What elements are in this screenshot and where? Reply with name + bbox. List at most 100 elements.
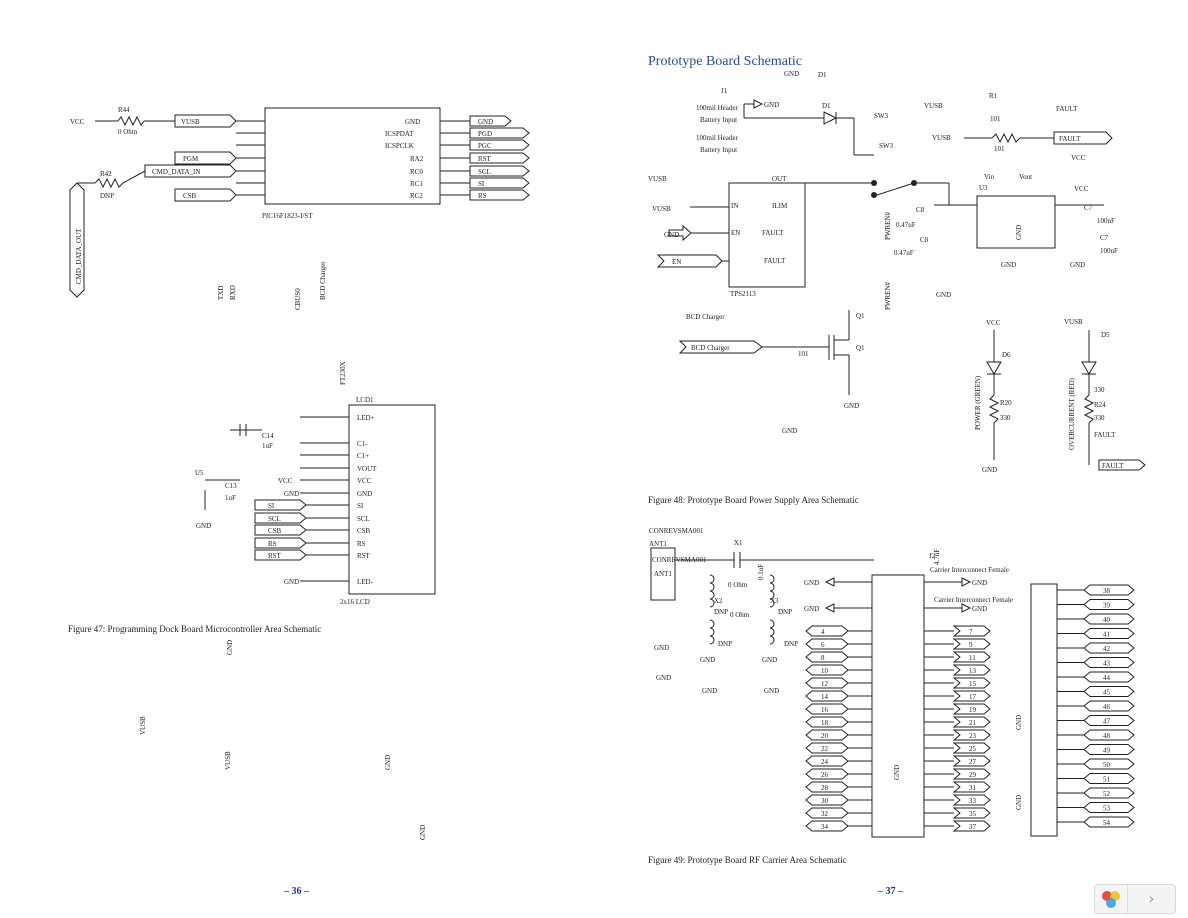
r24-value-2: 330 — [1094, 386, 1105, 394]
carrier-far-pin-39: 39 — [1083, 599, 1135, 610]
csb-tag-left: CSB — [183, 192, 197, 200]
carrier-left-pin-12-label: 12 — [821, 680, 829, 688]
vusb-tps: VUSB — [648, 175, 667, 183]
carrier-right-pin-21-label: 21 — [969, 719, 977, 727]
gnd-u3: GND — [1001, 261, 1016, 269]
gnd-q1: GND — [844, 402, 859, 410]
carrier-left-pin-32: 32 — [805, 807, 849, 819]
pgd-tag: PGD — [478, 130, 492, 138]
vcc-d6: VCC — [986, 319, 1001, 327]
u3-label: U3 — [979, 184, 988, 192]
x2-value: DNP — [714, 608, 728, 616]
vcc-u3: VCC — [1071, 154, 1086, 162]
carrier-far-pin-53: 53 — [1083, 802, 1135, 813]
x3-value-2: DNP — [784, 640, 798, 648]
carrier-right-pin-35-label: 35 — [969, 810, 977, 818]
battery-input-label: Battery Input — [700, 116, 737, 124]
vcc-c7: VCC — [1074, 185, 1089, 193]
gnd-x3: GND — [762, 656, 777, 664]
gnd-x2: GND — [700, 656, 715, 664]
u1-pin-icspdat: ICSPDAT — [385, 130, 414, 138]
si-tag-lcd: SI — [268, 502, 275, 510]
gnd-tps: GND — [664, 231, 679, 239]
vusb-label-lower-2: VUSB — [224, 751, 232, 770]
j2-label: J2 — [929, 552, 936, 560]
carrier-far-pin-38-label: 38 — [1103, 587, 1111, 595]
c7-label-2: C7 — [1100, 234, 1109, 242]
vusb-r1-2: VUSB — [932, 134, 951, 142]
gnd-j2-1: GND — [1015, 715, 1023, 730]
carrier-far-pin-38: 38 — [1083, 584, 1135, 596]
carrier-left-pin-10-label: 10 — [821, 667, 829, 675]
r44-label: R44 — [118, 106, 130, 114]
carrier-far-pin-50: 50 — [1083, 758, 1135, 770]
carrier-female-label-2: Carrier Interconnect Female — [934, 596, 1013, 604]
j1-label: J1 — [721, 87, 728, 95]
q1-label: Q1 — [856, 312, 865, 320]
carrier-far-pin-42-label: 42 — [1103, 645, 1111, 653]
carrier-left-pin-14-label: 14 — [821, 693, 829, 701]
carrier-left-pin-4-label: 4 — [821, 628, 825, 636]
carrier-left-pin-4: 4 — [805, 625, 849, 637]
overcurrent-led-label: OVERCURRENT (RED) — [1068, 377, 1076, 450]
d1-label: D1 — [822, 102, 831, 110]
page-number-right: – 37 – — [878, 886, 903, 897]
carrier-far-pin-44: 44 — [1083, 671, 1135, 683]
carrier-far-pin-47: 47 — [1083, 715, 1135, 726]
fault-tag: FAULT — [1059, 135, 1081, 143]
x1-label: X1 — [734, 539, 743, 547]
carrier-far-pin-54: 54 — [1083, 816, 1135, 828]
vusb-tps-2: VUSB — [652, 205, 671, 213]
gnd-c8: GND — [936, 291, 951, 299]
carrier-left-pin-26-label: 26 — [821, 771, 829, 779]
x3-label: X3 — [770, 597, 779, 605]
lcd-pin-led-plus: LED+ — [357, 414, 375, 422]
carrier-right-pin-19: 19 — [952, 703, 991, 715]
carrier-left-pin-6: 6 — [805, 638, 849, 650]
gnd-c13: GND — [196, 522, 211, 530]
u1-pin-gnd: GND — [405, 118, 420, 126]
carrier-right-pin-13-label: 13 — [969, 667, 977, 675]
vusb-d5: VUSB — [1064, 318, 1083, 326]
figure-48-caption: Figure 48: Prototype Board Power Supply … — [648, 495, 859, 505]
carrier-right-pin-25-label: 25 — [969, 745, 977, 753]
gnd-lcd-2: GND — [284, 578, 299, 586]
cmd-data-out-tag: CMD_DATA_OUT — [75, 228, 83, 284]
carrier-far-pin-41: 41 — [1083, 628, 1135, 639]
carrier-far-pin-43: 43 — [1083, 657, 1135, 668]
lcd-part-label: LCD1 — [356, 396, 374, 404]
c7-value: 100nF — [1097, 217, 1115, 225]
ft230x-label: FT230X — [339, 361, 347, 385]
microcontroller-schematic: VCC R44 0 Ohm VUSB PGM CMD_DATA_IN CSB R… — [69, 106, 530, 840]
gnd-c7: GND — [1070, 261, 1085, 269]
battery-input-label-2: Battery Input — [700, 146, 737, 154]
c13-label: C13 — [225, 482, 237, 490]
c14-label: C14 — [262, 432, 274, 440]
carrier-left-pin-16-label: 16 — [821, 706, 829, 714]
gnd-j2-pin4: GND — [972, 605, 987, 613]
si-tag: SI — [478, 180, 485, 188]
carrier-far-pin-48: 48 — [1083, 729, 1135, 741]
viewer-logo-icon[interactable] — [1095, 885, 1127, 913]
c7-value-2: 100nF — [1100, 247, 1118, 255]
c8-label-2: C8 — [920, 236, 929, 244]
conrevsma-label: CONREVSMA001 — [649, 527, 704, 535]
u3-gnd-pin: GND — [1015, 225, 1023, 240]
viewer-nav-widget[interactable]: › — [1094, 884, 1176, 914]
lcd-pin-vout: VOUT — [357, 465, 377, 473]
chevron-right-icon[interactable]: › — [1127, 885, 1175, 913]
page-number-left: – 36 – — [284, 886, 309, 897]
carrier-left-pin-18: 18 — [805, 716, 849, 728]
ant1-label: ANT1 — [649, 540, 667, 548]
carrier-left-pin-18-label: 18 — [821, 719, 829, 727]
gnd-rf-3: GND — [764, 687, 779, 695]
carrier-far-pin-42: 42 — [1083, 642, 1135, 654]
gnd-top: GND — [784, 70, 799, 78]
bcd-r-value: 101 — [798, 350, 809, 358]
carrier-right-pin-7-label: 7 — [969, 628, 973, 636]
gnd-rf-1: GND — [656, 674, 671, 682]
right-page: Prototype Board Schematic 100mil Header … — [594, 0, 1188, 918]
carrier-right-pin-15: 15 — [952, 677, 991, 689]
carrier-far-pin-49: 49 — [1083, 744, 1135, 755]
r1-value-2: 101 — [994, 145, 1005, 153]
